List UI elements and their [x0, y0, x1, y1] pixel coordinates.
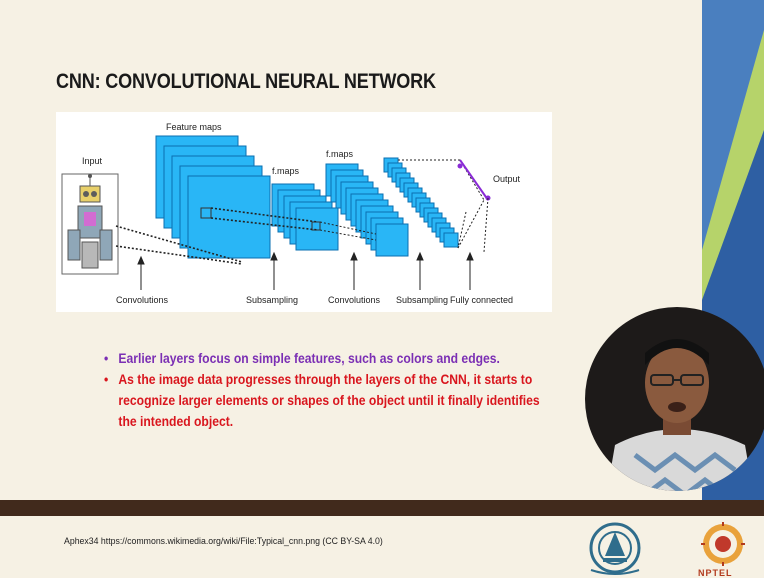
stage-arrows	[137, 251, 474, 290]
connection-lines	[115, 159, 485, 265]
footer-bar	[0, 500, 764, 516]
label-output: Output	[493, 174, 521, 184]
bullet-marker: •	[104, 351, 109, 366]
image-attribution: Aphex34 https://commons.wikimedia.org/wi…	[64, 536, 383, 547]
bullet-marker: •	[104, 372, 109, 387]
stage-label: Subsampling	[396, 295, 448, 305]
label-input: Input	[82, 156, 103, 166]
cnn-diagram: Input Feature maps f.maps f.maps Output	[56, 112, 552, 312]
label-feature-maps: Feature maps	[166, 122, 222, 132]
presenter-video	[585, 307, 764, 491]
input-image	[61, 173, 119, 275]
bullet-item-1: • Earlier layers focus on simple feature…	[104, 348, 527, 369]
stage-label: Fully connected	[450, 295, 513, 305]
bullet-text: As the image data progresses through the…	[118, 372, 540, 429]
label-fmaps-1: f.maps	[272, 166, 300, 176]
bullet-item-2: • As the image data progresses through t…	[104, 369, 559, 432]
bullet-text: Earlier layers focus on simple features,…	[118, 351, 500, 366]
fully-connected-output	[457, 159, 491, 253]
feature-maps-stack-2	[271, 183, 339, 251]
slide-title: CNN: CONVOLUTIONAL NEURAL NETWORK	[56, 70, 436, 93]
feature-maps-stack-4	[383, 157, 459, 248]
stage-label: Subsampling	[246, 295, 298, 305]
bullet-list: • Earlier layers focus on simple feature…	[104, 348, 540, 432]
nptel-logo-icon	[701, 522, 745, 566]
stage-label: Convolutions	[328, 295, 381, 305]
feature-maps-stack-1	[155, 135, 271, 259]
label-fmaps-2: f.maps	[326, 149, 354, 159]
iit-logo-icon	[589, 522, 641, 575]
feature-maps-stack-3	[325, 163, 409, 257]
footer	[0, 516, 764, 578]
nptel-label: NPTEL	[698, 568, 733, 578]
stage-label: Convolutions	[116, 295, 169, 305]
